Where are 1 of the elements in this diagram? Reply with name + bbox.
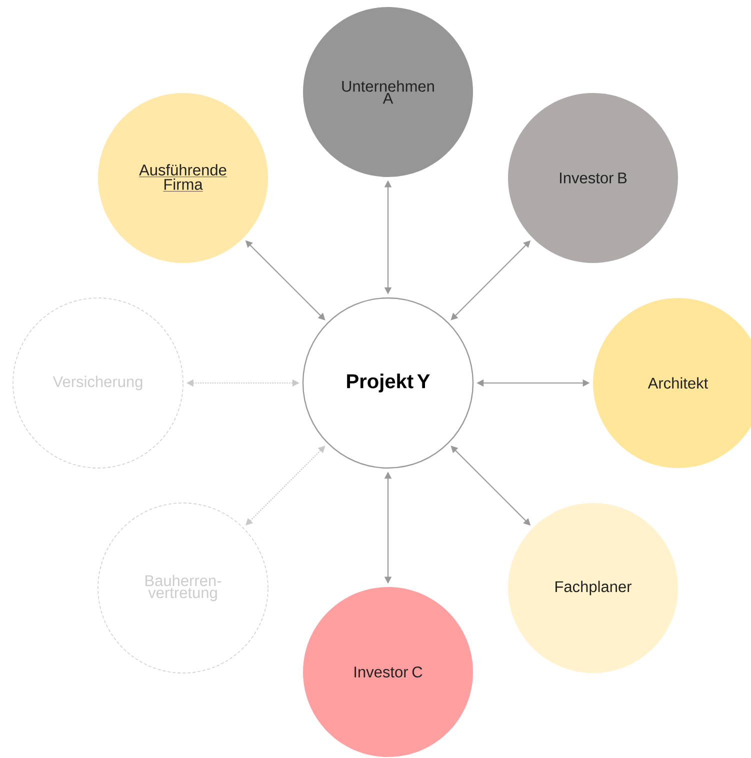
double-arrow (246, 446, 326, 526)
